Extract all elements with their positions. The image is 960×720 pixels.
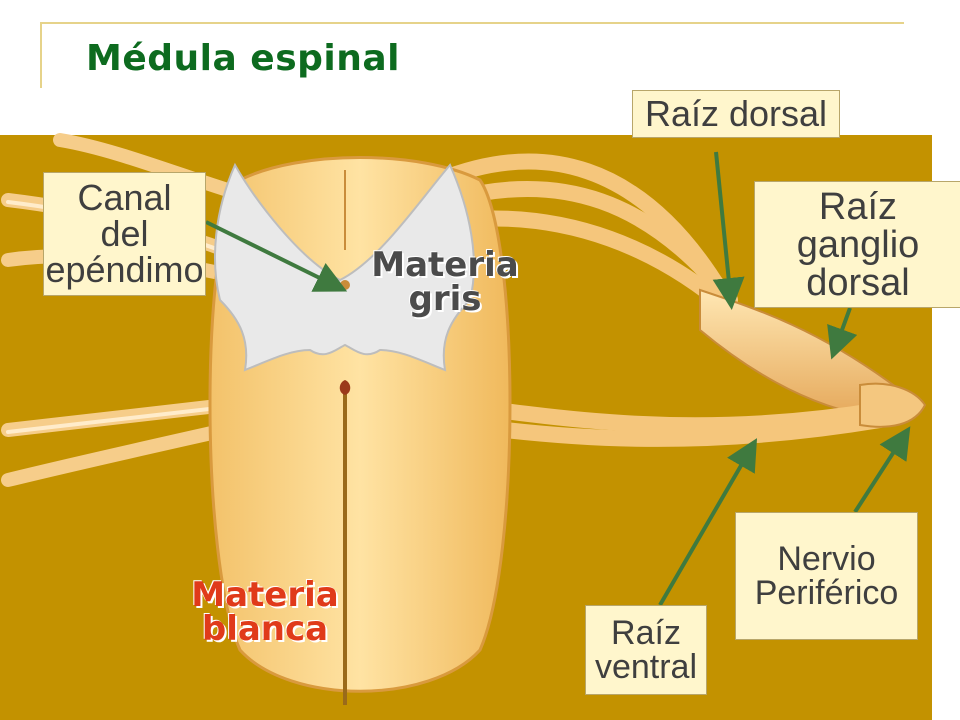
callout-raiz-ganglio-dorsal: Raíz ganglio dorsal — [754, 181, 960, 308]
gray-matter — [214, 162, 475, 372]
right-dorsal-root — [432, 153, 738, 318]
slide-title: Médula espinal — [86, 38, 401, 79]
peripheral-nerve — [859, 382, 927, 428]
callout-raiz-dorsal: Raíz dorsal — [632, 90, 840, 138]
raiz-dorsal-label: Raíz dorsal — [644, 93, 828, 134]
nervio-periferico-label: Nervio Periférico — [754, 540, 899, 612]
arrow-nervio — [853, 426, 911, 514]
arrow-raiz-dorsal — [712, 151, 745, 310]
callout-nervio-periferico: Nervio Periférico — [735, 512, 918, 640]
pointer-arrows — [205, 151, 911, 607]
raiz-ventral-label: Raíz ventral — [594, 614, 698, 686]
materia-blanca-label: Materia blanca — [191, 575, 339, 649]
anterior-spinal-vessel — [339, 380, 351, 395]
callout-canal-ependimo: Canal del epéndimo — [43, 172, 206, 296]
arrow-ganglio — [827, 307, 858, 360]
arrow-raiz-ventral — [658, 438, 758, 607]
raiz-ganglio-dorsal-label: Raíz ganglio dorsal — [796, 185, 920, 304]
title-frame-top-line — [40, 22, 904, 24]
materia-gris-label: Materia gris — [371, 245, 519, 319]
canal-ependimo-label: Canal del epéndimo — [45, 177, 204, 290]
arrow-canal — [205, 220, 348, 292]
title-frame-left-line — [40, 22, 42, 88]
central-canal — [340, 280, 350, 290]
callout-raiz-ventral: Raíz ventral — [585, 605, 707, 695]
